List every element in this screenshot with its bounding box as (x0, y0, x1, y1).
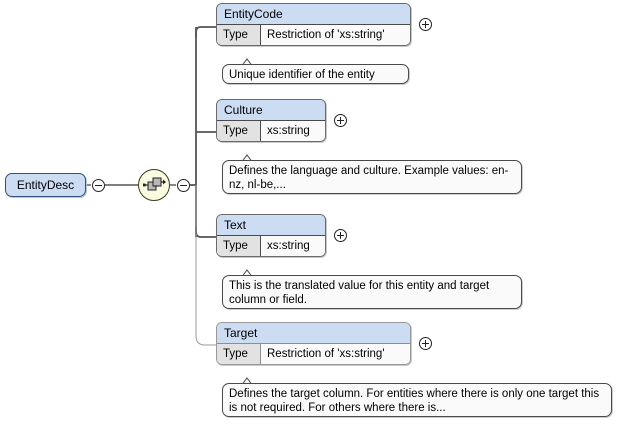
root-element-entitydesc[interactable]: EntityDesc (5, 173, 86, 197)
type-key-label: Type (217, 344, 261, 364)
type-value-label: Restriction of 'xs:string' (261, 25, 410, 45)
type-value-label: Restriction of 'xs:string' (261, 344, 410, 364)
expand-toggle-culture[interactable] (334, 114, 347, 127)
type-value-label: xs:string (261, 121, 325, 141)
element-type-row: Type Restriction of 'xs:string' (217, 344, 410, 364)
element-name-text: Text (217, 215, 325, 236)
type-key-label: Type (217, 236, 261, 256)
sequence-compositor[interactable] (138, 169, 170, 201)
element-box-target[interactable]: Target Type Restriction of 'xs:string' (216, 322, 411, 365)
expand-toggle-text[interactable] (334, 229, 347, 242)
type-key-label: Type (217, 121, 261, 141)
element-type-row: Type Restriction of 'xs:string' (217, 25, 410, 45)
root-element-label: EntityDesc (16, 178, 75, 192)
annotation-text: This is the translated value for this en… (222, 275, 522, 309)
element-name-entitycode: EntityCode (217, 4, 410, 25)
element-name-target: Target (217, 323, 410, 344)
sequence-icon (143, 177, 166, 191)
root-collapse-toggle[interactable] (92, 179, 105, 192)
element-type-row: Type xs:string (217, 236, 325, 256)
sequence-collapse-toggle[interactable] (177, 179, 190, 192)
element-type-row: Type xs:string (217, 121, 325, 141)
annotation-target: Defines the target column. For entities … (222, 383, 612, 417)
expand-toggle-entitycode[interactable] (419, 18, 432, 31)
type-key-label: Type (217, 25, 261, 45)
annotation-culture: Defines the language and culture. Exampl… (222, 160, 522, 194)
element-name-culture: Culture (217, 100, 325, 121)
element-box-culture[interactable]: Culture Type xs:string (216, 99, 326, 142)
element-box-text[interactable]: Text Type xs:string (216, 214, 326, 257)
expand-toggle-target[interactable] (419, 337, 432, 350)
annotation-entitycode: Unique identifier of the entity (222, 64, 409, 84)
type-value-label: xs:string (261, 236, 325, 256)
element-box-entitycode[interactable]: EntityCode Type Restriction of 'xs:strin… (216, 3, 411, 46)
